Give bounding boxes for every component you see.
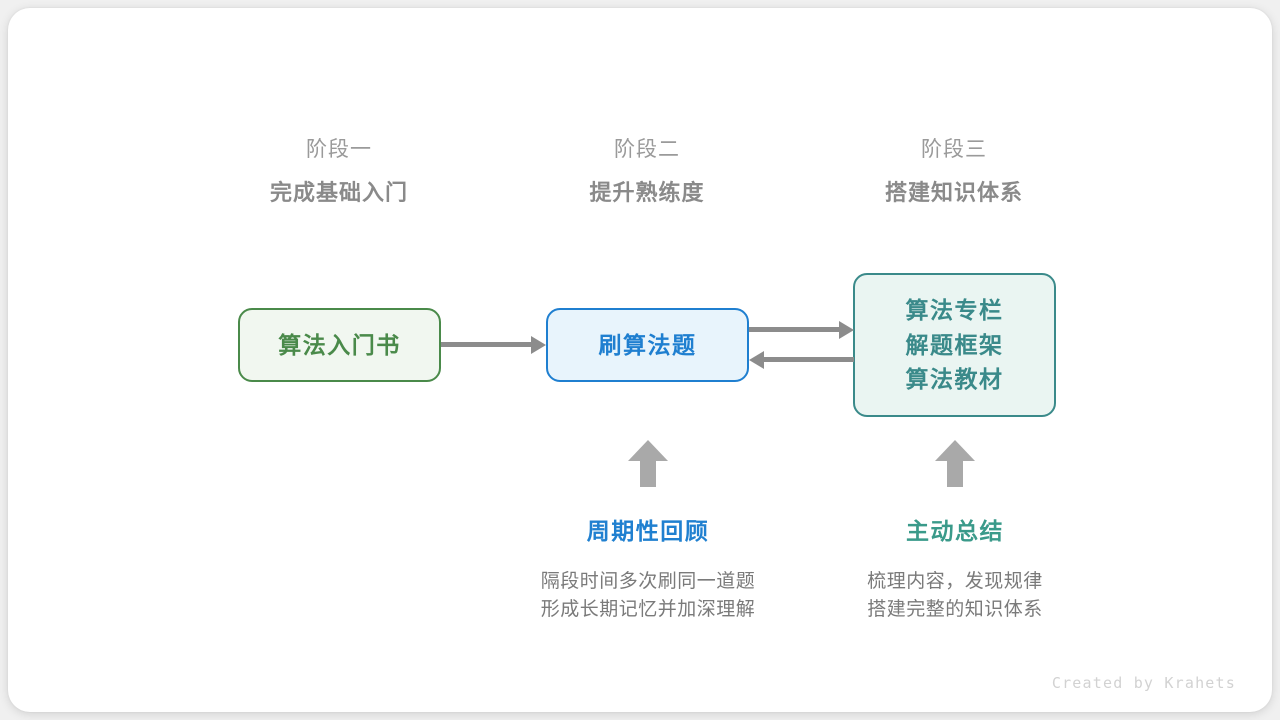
stage-title-3: 搭建知识体系 xyxy=(884,180,1023,205)
connector-line xyxy=(749,327,841,332)
annotation-desc-line-2: 搭建完整的知识体系 xyxy=(867,598,1043,620)
node-practice-problems[interactable]: 刷算法题 xyxy=(546,308,749,382)
node-intro-book[interactable]: 算法入门书 xyxy=(238,308,441,382)
connector-resources-to-practice xyxy=(749,351,854,369)
connector-practice-to-resources xyxy=(749,321,854,339)
arrow-head-left-icon xyxy=(749,351,764,369)
annotation-desc-line-1: 梳理内容，发现规律 xyxy=(867,571,1043,592)
stage-kicker-1: 阶段一 xyxy=(306,138,372,161)
stage-kicker-2: 阶段二 xyxy=(614,138,680,161)
up-arrow-icon-active-summary xyxy=(935,440,975,487)
annotation-periodic-review: 周期性回顾 隔段时间多次刷同一道题 形成长期记忆并加深理解 xyxy=(478,520,818,623)
up-arrow-shaft xyxy=(640,459,656,487)
annotation-desc-periodic-review: 隔段时间多次刷同一道题 形成长期记忆并加深理解 xyxy=(478,568,818,623)
connector-line xyxy=(762,357,854,362)
arrow-head-right-icon xyxy=(839,321,854,339)
annotation-active-summary: 主动总结 梳理内容，发现规律 搭建完整的知识体系 xyxy=(785,520,1125,623)
up-arrow-icon-periodic-review xyxy=(628,440,668,487)
annotation-desc-line-1: 隔段时间多次刷同一道题 xyxy=(540,571,756,592)
stage-header-1: 阶段一 完成基础入门 xyxy=(189,139,489,204)
up-arrow-head xyxy=(935,440,975,461)
node-knowledge-resources-line-3: 算法教材 xyxy=(905,366,1004,393)
up-arrow-shaft xyxy=(947,459,963,487)
stage-title-2: 提升熟练度 xyxy=(589,180,705,205)
annotation-title-periodic-review: 周期性回顾 xyxy=(586,518,710,544)
node-practice-problems-line-1: 刷算法题 xyxy=(598,331,697,358)
node-knowledge-resources-line-2: 解题框架 xyxy=(905,331,1004,358)
stage-kicker-3: 阶段三 xyxy=(921,138,987,161)
stage-header-2: 阶段二 提升熟练度 xyxy=(497,139,797,204)
annotation-desc-line-2: 形成长期记忆并加深理解 xyxy=(540,598,756,620)
stage-title-1: 完成基础入门 xyxy=(269,180,408,205)
node-knowledge-resources[interactable]: 算法专栏 解题框架 算法教材 xyxy=(853,273,1056,417)
annotation-title-active-summary: 主动总结 xyxy=(906,518,1004,544)
up-arrow-head xyxy=(628,440,668,461)
connector-line xyxy=(441,342,533,347)
credit-text: Created by Krahets xyxy=(1051,674,1236,692)
diagram-card: 阶段一 完成基础入门 阶段二 提升熟练度 阶段三 搭建知识体系 算法入门书 刷算… xyxy=(8,8,1272,712)
node-intro-book-line-1: 算法入门书 xyxy=(278,331,401,358)
stage-header-3: 阶段三 搭建知识体系 xyxy=(804,139,1104,204)
annotation-desc-active-summary: 梳理内容，发现规律 搭建完整的知识体系 xyxy=(785,568,1125,623)
connector-book-to-practice xyxy=(441,336,546,354)
arrow-head-right-icon xyxy=(531,336,546,354)
node-knowledge-resources-line-1: 算法专栏 xyxy=(905,296,1004,323)
